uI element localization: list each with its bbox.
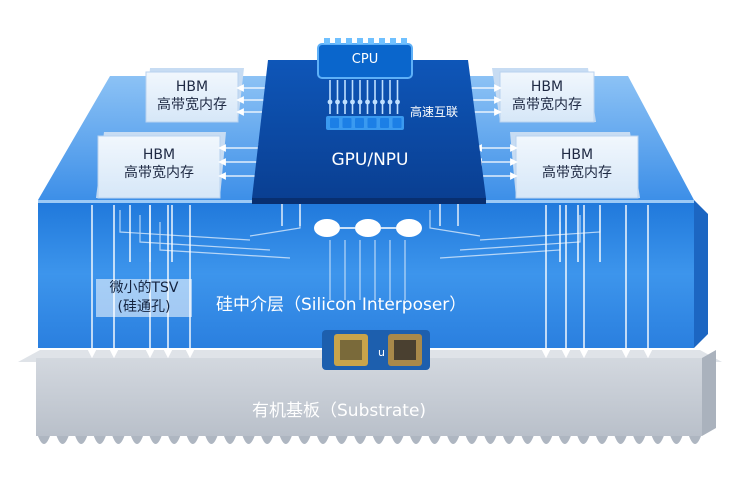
solder-bump [131,436,143,444]
hbm-label-line1: HBM [560,147,594,163]
substrate-label: 有机基板（Substrate) [252,401,427,421]
gpu-label: GPU/NPU [331,150,409,170]
hbm-label-top-left: HBM 高带宽内存 [134,78,250,114]
solder-bump [614,436,627,444]
interposer-label: 硅中介层（Silicon Interposer） [216,295,467,315]
solder-bump [279,436,292,444]
tsv-label-line1: 微小的TSV [109,280,179,296]
hbm-label-line2: 高带宽内存 [542,165,612,181]
chip-photo: u [322,330,430,370]
cpu-leg-dot [387,99,393,105]
solder-bump [93,436,106,444]
cpu-pin [357,38,363,44]
solder-bump [465,436,478,444]
cpu-cell [392,118,402,128]
solder-bump [558,436,571,444]
interconnect-label: 高速互联 [410,105,459,119]
cpu-leg-dot [350,99,355,105]
solder-bump [596,436,608,444]
solder-bump [447,436,460,444]
solder-bump [410,436,422,444]
cpu-leg-dot [365,99,370,105]
solder-bump [75,436,88,444]
hbm-stack-bottom-left [96,132,226,199]
cpu-leg-dot [335,99,340,105]
hbm-label-bottom-left: HBM 高带宽内存 [101,146,217,182]
cpu-pin [335,38,341,44]
hbm-label-line2: 高带宽内存 [157,97,227,113]
solder-bump [540,436,553,444]
solder-bump [354,436,367,444]
solder-bump [391,436,404,444]
solder-bump [112,436,125,444]
solder-bump [670,436,683,444]
cpu-leg-dot [372,99,378,105]
solder-bump [242,436,255,444]
hbm-label-top-right: HBM 高带宽内存 [489,78,605,114]
hbm-label-line1: HBM [530,79,564,95]
cpu-pin [401,38,407,44]
trace [139,215,271,251]
trace [119,210,251,241]
cpu-cell [330,118,339,128]
trace [159,222,291,259]
hbm-label-line2: 高带宽内存 [512,97,582,113]
cpu-cell [380,118,389,128]
hbm-label-line1: HBM [142,147,176,163]
solder-bump [317,436,329,444]
svg-text:u: u [378,346,385,359]
cpu-leg-dot [342,99,348,105]
cpu-pin [379,38,385,44]
hbm-label-line1: HBM [175,79,209,95]
substrate-layer [18,350,722,444]
solder-bump [335,436,348,444]
solder-bump [224,436,236,444]
cpu-pin [368,38,374,44]
solder-bump [372,436,385,444]
solder-bump [521,436,534,444]
solder-bump [149,436,162,444]
solder-bump [577,436,590,444]
hbm-stack-top-left [145,68,244,123]
solder-bumps [38,436,701,444]
solder-bump [168,436,181,444]
solder-bump [428,436,441,444]
solder-bump [484,436,497,444]
cpu-leg-dot [395,99,400,105]
solder-bump [633,436,646,444]
cpu-die [317,38,413,130]
cpu-cell [342,118,352,128]
tsv-arrows [87,205,653,359]
solder-bump [186,436,199,444]
cpu-cell [355,118,364,128]
hbm-label-line2: 高带宽内存 [124,165,194,181]
cpu-pin [324,38,330,44]
trace [429,210,481,237]
cpu-pin [346,38,352,44]
solder-bump [651,436,664,444]
solder-bump [503,436,515,444]
cpu-label: CPU [351,52,379,67]
hbm-stack-top-right [492,68,596,123]
hbm-label-bottom-right: HBM 高带宽内存 [519,146,635,182]
solder-bump [261,436,274,444]
tsv-label: 微小的TSV (硅通孔) [96,279,192,317]
cpu-leg-dot [357,99,363,105]
cpu-cell [367,118,377,128]
solder-bump [298,436,311,444]
hbm-stack-bottom-right [510,132,640,199]
solder-bump [689,436,701,444]
tsv-label-line2: (硅通孔) [117,299,171,315]
trace [459,215,581,251]
gpu-die [252,60,486,204]
solder-bump [205,436,218,444]
cpu-leg-dot [327,99,333,105]
cpu-leg-dot [380,99,385,105]
cpu-pin [390,38,396,44]
solder-bump [38,436,50,444]
solder-bump [56,436,69,444]
bridge-nodes [314,219,422,237]
